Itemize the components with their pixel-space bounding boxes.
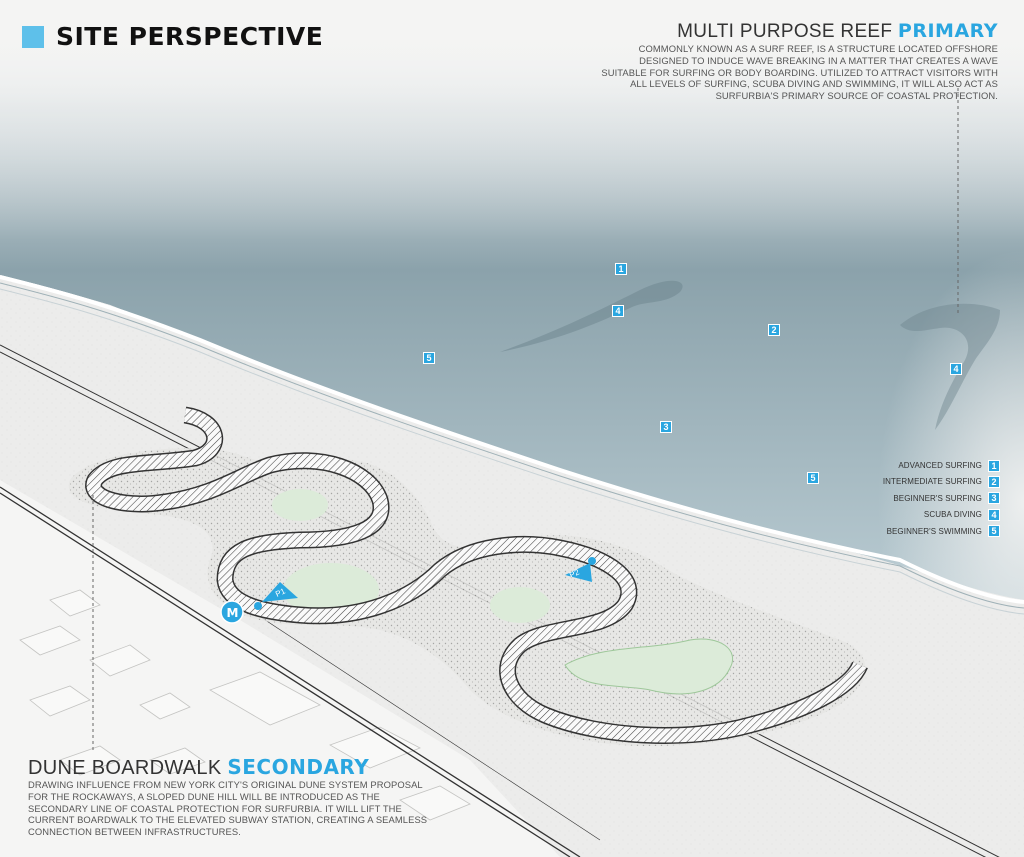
legend-item: SCUBA DIVING 4 [883, 507, 1000, 522]
zone-legend: ADVANCED SURFING 1 INTERMEDIATE SURFING … [883, 458, 1000, 540]
building [29, 685, 91, 717]
legend-badge: 4 [988, 508, 1000, 521]
p2-label: P2 [568, 567, 581, 580]
legend-badge: 2 [988, 475, 1000, 488]
legend-badge: 3 [988, 492, 1000, 505]
reef-callout-heading: MULTI PURPOSE REEF PRIMARY [598, 20, 998, 43]
dune-heading-text: DUNE BOARDWALK [28, 757, 222, 779]
zone-marker: 4 [950, 363, 962, 375]
building [209, 671, 321, 726]
title-block: SITE PERSPECTIVE [22, 22, 323, 51]
legend-label: ADVANCED SURFING [898, 461, 982, 470]
zone-marker: 2 [768, 324, 780, 336]
reef-shape-right [900, 303, 1000, 430]
legend-item: INTERMEDIATE SURFING 2 [883, 474, 1000, 489]
legend-label: INTERMEDIATE SURFING [882, 477, 982, 487]
zone-marker: 1 [615, 263, 627, 275]
reef-callout-body: COMMONLY KNOWN AS A SURF REEF, IS A STRU… [601, 43, 998, 102]
zone-marker: 3 [660, 421, 672, 433]
lawn [283, 563, 379, 617]
title-swatch [22, 25, 44, 48]
p1-label: P1 [274, 586, 287, 599]
path-marker-p1: P1 [254, 582, 298, 610]
subway-station-marker: M [220, 600, 244, 624]
legend-label: BEGINNER'S SWIMMING [886, 526, 982, 536]
legend-label: SCUBA DIVING [923, 510, 982, 520]
building [329, 726, 421, 769]
zone-marker: 4 [612, 305, 624, 317]
lawn [564, 638, 733, 695]
dune-callout: DUNE BOARDWALK SECONDARY DRAWING INFLUEN… [28, 756, 438, 838]
dune-callout-body: DRAWING INFLUENCE FROM NEW YORK CITY'S O… [28, 779, 428, 838]
legend-item: ADVANCED SURFING 1 [883, 458, 1000, 473]
reef-callout: MULTI PURPOSE REEF PRIMARY COMMONLY KNOW… [598, 20, 998, 102]
reef-shape-left [500, 280, 683, 352]
building [89, 644, 151, 677]
station-label: M [227, 606, 239, 620]
town-ground [0, 480, 560, 857]
reef-heading-text: MULTI PURPOSE REEF [677, 21, 893, 42]
building [19, 625, 81, 656]
reef-heading-accent: PRIMARY [897, 20, 998, 42]
building [399, 785, 471, 821]
dune-callout-heading: DUNE BOARDWALK SECONDARY [28, 756, 438, 779]
zone-marker: 5 [807, 472, 819, 484]
lawn [272, 489, 328, 521]
path-marker-p2: P2 [565, 557, 596, 582]
lawn [490, 587, 550, 623]
page-title: SITE PERSPECTIVE [56, 22, 324, 51]
building [49, 589, 101, 617]
dune-heading-accent: SECONDARY [227, 755, 370, 779]
legend-label: BEGINNER'S SURFING [893, 493, 982, 503]
legend-item: BEGINNER'S SURFING 3 [883, 491, 1000, 506]
building [149, 747, 206, 775]
building [139, 692, 191, 720]
legend-badge: 5 [988, 525, 1000, 538]
legend-item: BEGINNER'S SWIMMING 5 [883, 524, 1000, 539]
zone-marker: 5 [423, 352, 435, 364]
building [59, 745, 121, 776]
legend-badge: 1 [988, 459, 1000, 472]
